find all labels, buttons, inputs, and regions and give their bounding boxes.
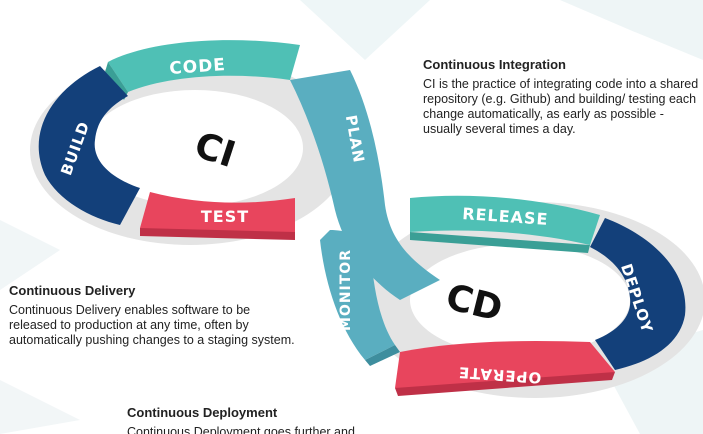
continuous-deployment-panel: Continuous Deployment Continuous Deploym… [127,405,427,434]
ci-ring-inner [87,90,303,206]
continuous-integration-title: Continuous Integration [423,57,566,72]
code-segment [108,40,300,92]
continuous-delivery-body: Continuous Delivery enables software to … [9,303,295,347]
continuous-integration-body: CI is the practice of integrating code i… [423,77,699,136]
continuous-deployment-body: Continuous Deployment goes further and [127,425,355,434]
continuous-integration-panel: Continuous Integration CI is the practic… [423,57,703,137]
test-label: TEST [201,207,249,226]
continuous-delivery-panel: Continuous Delivery Continuous Delivery … [9,283,299,348]
build-segment [38,66,140,225]
continuous-delivery-title: Continuous Delivery [9,283,136,298]
continuous-deployment-title: Continuous Deployment [127,405,278,420]
test-segment [140,192,295,237]
plan-segment [290,70,440,300]
operate-label: OPERATE [457,363,542,387]
release-segment [410,195,600,245]
monitor-segment [320,230,395,360]
monitor-label: MONITOR [338,249,354,331]
deploy-segment [590,218,686,370]
cd-ring-inner [410,244,630,356]
code-label: CODE [169,55,227,79]
